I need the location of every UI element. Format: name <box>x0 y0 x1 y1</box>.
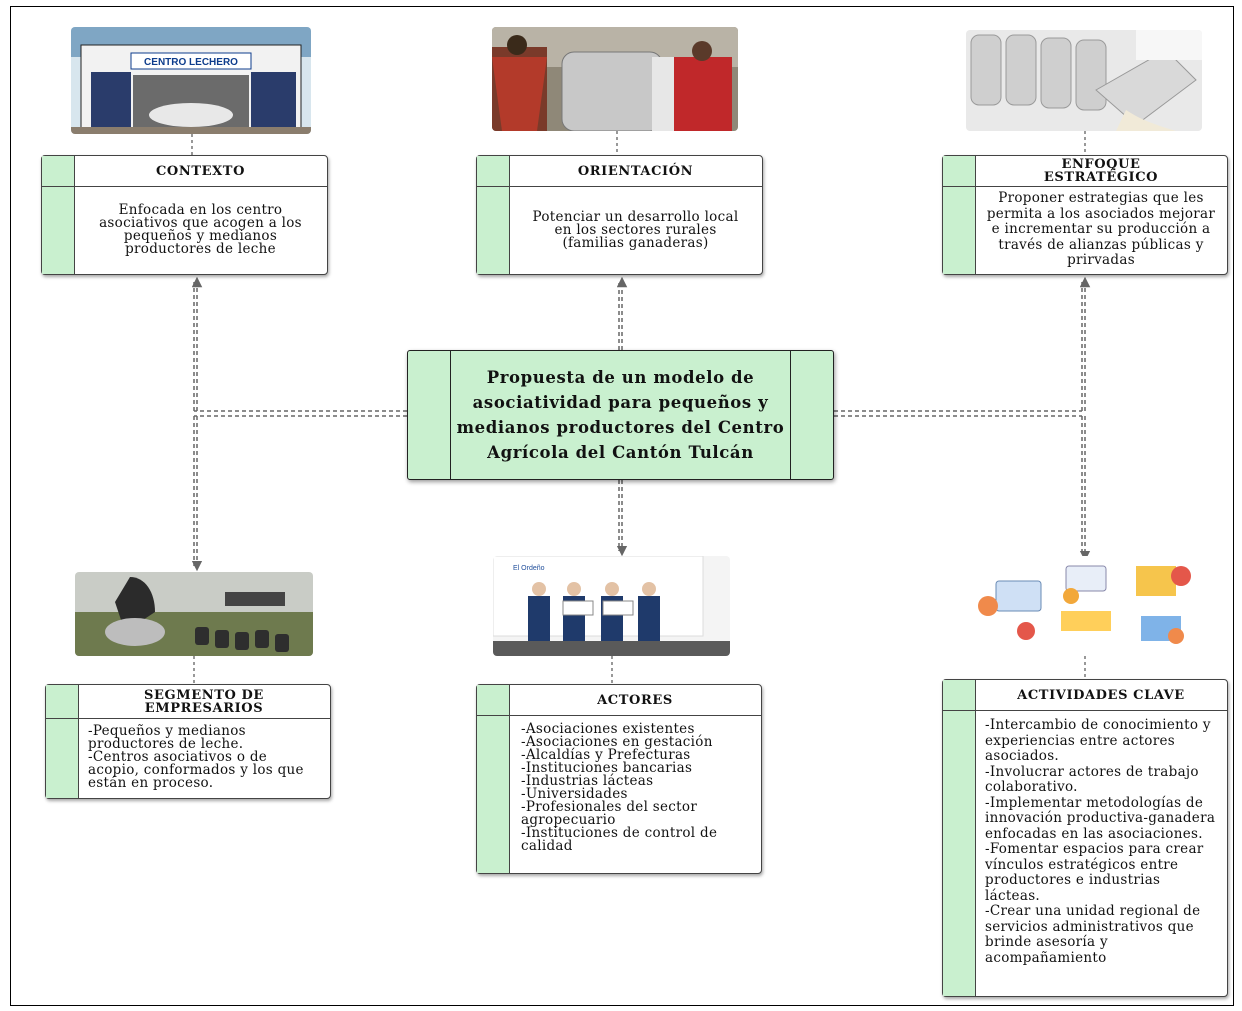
photo-centro-lechero: CENTRO LECHERO <box>71 27 311 134</box>
card-body: -Intercambio de conocimiento y experienc… <box>975 710 1227 996</box>
connector-right-down <box>1082 416 1085 556</box>
card-heading: ACTIVIDADES CLAVE <box>975 680 1227 711</box>
list-item: -Centros asociativos o de acopio, confor… <box>88 749 304 791</box>
card-contexto: CONTEXTO Enfocada en los centro asociati… <box>41 155 328 275</box>
card-body: Potenciar un desarrollo local en los sec… <box>532 208 739 251</box>
list-item: -Universidades <box>521 786 628 802</box>
list-item: -Crear una unidad regional de servicios … <box>985 903 1201 966</box>
list-item: -Profesionales del sector agropecuario <box>521 799 698 828</box>
card-actividades: ACTIVIDADES CLAVE -Intercambio de conoci… <box>942 679 1228 997</box>
list-item: -Involucrar actores de trabajo colaborat… <box>985 763 1199 795</box>
connector-center-up <box>619 282 622 350</box>
list-item: -Implementar metodologías de innovación … <box>985 794 1216 842</box>
card-body: -Asociaciones existentes -Asociaciones e… <box>509 715 761 873</box>
list-item: -Instituciones bancarias <box>521 760 693 776</box>
card-segmento: SEGMENTO DE EMPRESARIOS -Pequeños y medi… <box>45 684 331 799</box>
centro-lechero-sign: CENTRO LECHERO <box>144 57 238 68</box>
card-list: -Intercambio de conocimiento y experienc… <box>985 717 1217 966</box>
central-proposal: Propuesta de un modelo de asociatividad … <box>407 350 834 480</box>
list-item: -Instituciones de control de calidad <box>521 825 718 854</box>
list-item: -Industrias lácteas <box>521 773 654 789</box>
connector-left-up <box>194 282 197 411</box>
list-item: -Alcaldías y Prefecturas <box>521 747 691 763</box>
connector-center-right <box>834 410 1082 417</box>
connector-left-down <box>194 416 197 566</box>
connector-right-up <box>1082 282 1085 411</box>
list-item: -Asociaciones existentes <box>521 721 695 737</box>
card-band <box>477 685 510 873</box>
card-actores: ACTORES -Asociaciones existentes -Asocia… <box>476 684 762 874</box>
card-body: Enfocada en los centro asociativos que a… <box>99 202 302 257</box>
card-body: -Pequeños y medianos productores de lech… <box>78 718 330 798</box>
card-heading: ACTORES <box>509 685 761 716</box>
photo-enfoque <box>966 30 1202 131</box>
diagram-frame <box>10 6 1234 1006</box>
card-band <box>46 685 79 798</box>
card-heading: ENFOQUE ESTRATÉGICO <box>975 156 1227 187</box>
card-band <box>943 156 976 274</box>
central-title: Propuesta de un modelo de asociatividad … <box>456 368 785 462</box>
photo-orientacion <box>492 27 738 131</box>
card-band <box>477 156 510 274</box>
card-band <box>42 156 75 274</box>
list-item: -Asociaciones en gestación <box>521 734 713 750</box>
list-item: -Intercambio de conocimiento y experienc… <box>985 717 1211 764</box>
card-heading: ORIENTACIÓN <box>509 156 762 187</box>
connector-center-down <box>619 480 622 551</box>
card-heading: CONTEXTO <box>74 156 327 187</box>
card-body: Proponer estrategias que les permita a l… <box>986 190 1216 269</box>
card-list: -Asociaciones existentes -Asociaciones e… <box>521 721 749 854</box>
event-banner-text: El Ordeño <box>513 565 545 572</box>
card-band <box>943 680 976 996</box>
list-item: -Pequeños y medianos productores de lech… <box>88 723 246 752</box>
card-list: -Pequeños y medianos productores de lech… <box>88 723 320 791</box>
photo-actividades <box>966 556 1204 656</box>
list-item: -Fomentar espacios para crear vínculos e… <box>985 841 1204 904</box>
card-orientacion: ORIENTACIÓN Potenciar un desarrollo loca… <box>476 155 763 275</box>
card-enfoque: ENFOQUE ESTRATÉGICO Proponer estrategias… <box>942 155 1228 275</box>
connector-center-left <box>194 410 407 417</box>
photo-actores: El Ordeño <box>493 556 730 656</box>
photo-segmento <box>75 572 313 656</box>
card-heading: SEGMENTO DE EMPRESARIOS <box>78 685 330 719</box>
